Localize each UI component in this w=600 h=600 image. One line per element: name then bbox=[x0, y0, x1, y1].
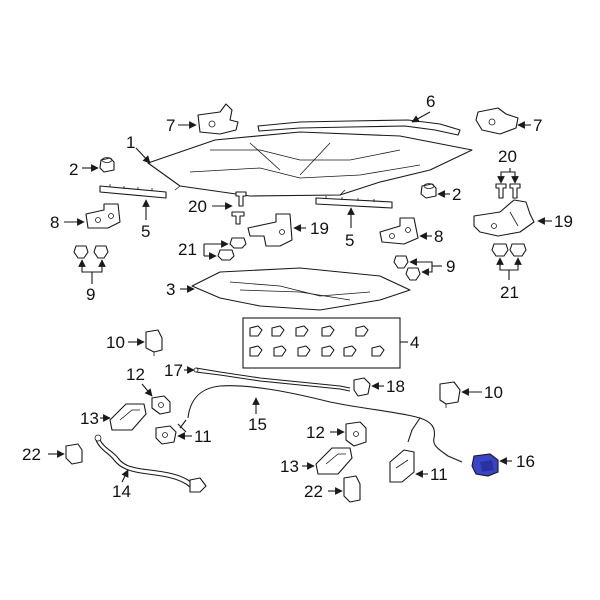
hood-seal[interactable] bbox=[257, 119, 461, 136]
handle-left[interactable] bbox=[109, 403, 147, 431]
release-cable[interactable] bbox=[177, 385, 463, 463]
callout-10-left: 10 bbox=[106, 333, 125, 352]
callout-17: 17 bbox=[164, 361, 183, 380]
callout-7-left: 7 bbox=[166, 116, 175, 135]
callout-1: 1 bbox=[126, 133, 135, 152]
hinge-left[interactable] bbox=[197, 103, 239, 135]
fastener-left[interactable] bbox=[65, 443, 83, 465]
handle-right[interactable] bbox=[315, 447, 353, 475]
bracket-left[interactable] bbox=[85, 203, 121, 229]
nuts-center[interactable] bbox=[217, 237, 247, 261]
strip-right[interactable] bbox=[315, 196, 393, 209]
callout-19-right: 19 bbox=[554, 212, 573, 231]
callout-15: 15 bbox=[248, 415, 267, 434]
wire-harness[interactable] bbox=[94, 434, 207, 493]
bolts-right[interactable] bbox=[495, 183, 521, 199]
mount-left[interactable] bbox=[155, 425, 177, 445]
latch-bracket-center[interactable] bbox=[247, 213, 293, 247]
bumper-left[interactable] bbox=[99, 157, 115, 173]
callout-21-center: 21 bbox=[178, 240, 197, 259]
latch-bracket-right[interactable] bbox=[473, 199, 535, 237]
bumper-right[interactable] bbox=[420, 183, 437, 199]
hood-panel[interactable] bbox=[147, 131, 473, 197]
callout-3: 3 bbox=[166, 280, 175, 299]
sensor-right[interactable] bbox=[439, 381, 461, 408]
callout-13-right: 13 bbox=[280, 457, 299, 476]
callout-13-left: 13 bbox=[80, 409, 99, 428]
nuts-right[interactable] bbox=[491, 243, 527, 257]
callout-19-center: 19 bbox=[310, 219, 329, 238]
guide-right[interactable] bbox=[345, 421, 367, 447]
guide-left[interactable] bbox=[151, 395, 171, 415]
callout-10-right: 10 bbox=[484, 383, 503, 402]
strip-left[interactable] bbox=[99, 184, 167, 199]
hood-latch-highlighted[interactable] bbox=[471, 453, 499, 477]
callout-8-right: 8 bbox=[434, 227, 443, 246]
callout-22-right: 22 bbox=[304, 482, 323, 501]
callout-18: 18 bbox=[386, 377, 405, 396]
callout-9-left: 9 bbox=[86, 285, 95, 304]
clip-kit-box[interactable] bbox=[242, 317, 401, 369]
callout-5-right: 5 bbox=[345, 231, 354, 250]
clips-right[interactable] bbox=[393, 255, 421, 281]
callout-12-right: 12 bbox=[306, 423, 325, 442]
callout-7-right: 7 bbox=[533, 116, 542, 135]
callout-5-left: 5 bbox=[141, 222, 150, 241]
callout-22-left: 22 bbox=[22, 445, 41, 464]
sensor-left[interactable] bbox=[145, 329, 163, 356]
callout-4: 4 bbox=[410, 333, 419, 352]
fastener-right[interactable] bbox=[343, 475, 361, 503]
bolt-center[interactable] bbox=[231, 191, 247, 225]
release-rod[interactable] bbox=[193, 367, 351, 392]
bracket-right[interactable] bbox=[379, 217, 419, 245]
callout-6: 6 bbox=[426, 92, 435, 111]
callout-11-right: 11 bbox=[430, 465, 448, 484]
callout-21-right: 21 bbox=[500, 283, 519, 302]
hinge-right[interactable] bbox=[475, 107, 519, 135]
callout-16: 16 bbox=[516, 452, 535, 471]
callout-11-left: 11 bbox=[194, 427, 212, 446]
callout-14: 14 bbox=[112, 482, 131, 501]
callout-2-right: 2 bbox=[452, 185, 461, 204]
callout-8-left: 8 bbox=[50, 213, 59, 232]
rod-clip[interactable] bbox=[353, 377, 371, 397]
callout-20-center: 20 bbox=[188, 197, 207, 216]
hood-insulator[interactable] bbox=[191, 267, 411, 311]
clips-left[interactable] bbox=[73, 245, 109, 259]
callout-9-right: 9 bbox=[446, 257, 455, 276]
callout-20-right: 20 bbox=[498, 147, 517, 166]
mount-right[interactable] bbox=[389, 449, 415, 483]
callout-12-left: 12 bbox=[126, 365, 145, 384]
callout-2-left: 2 bbox=[69, 160, 78, 179]
